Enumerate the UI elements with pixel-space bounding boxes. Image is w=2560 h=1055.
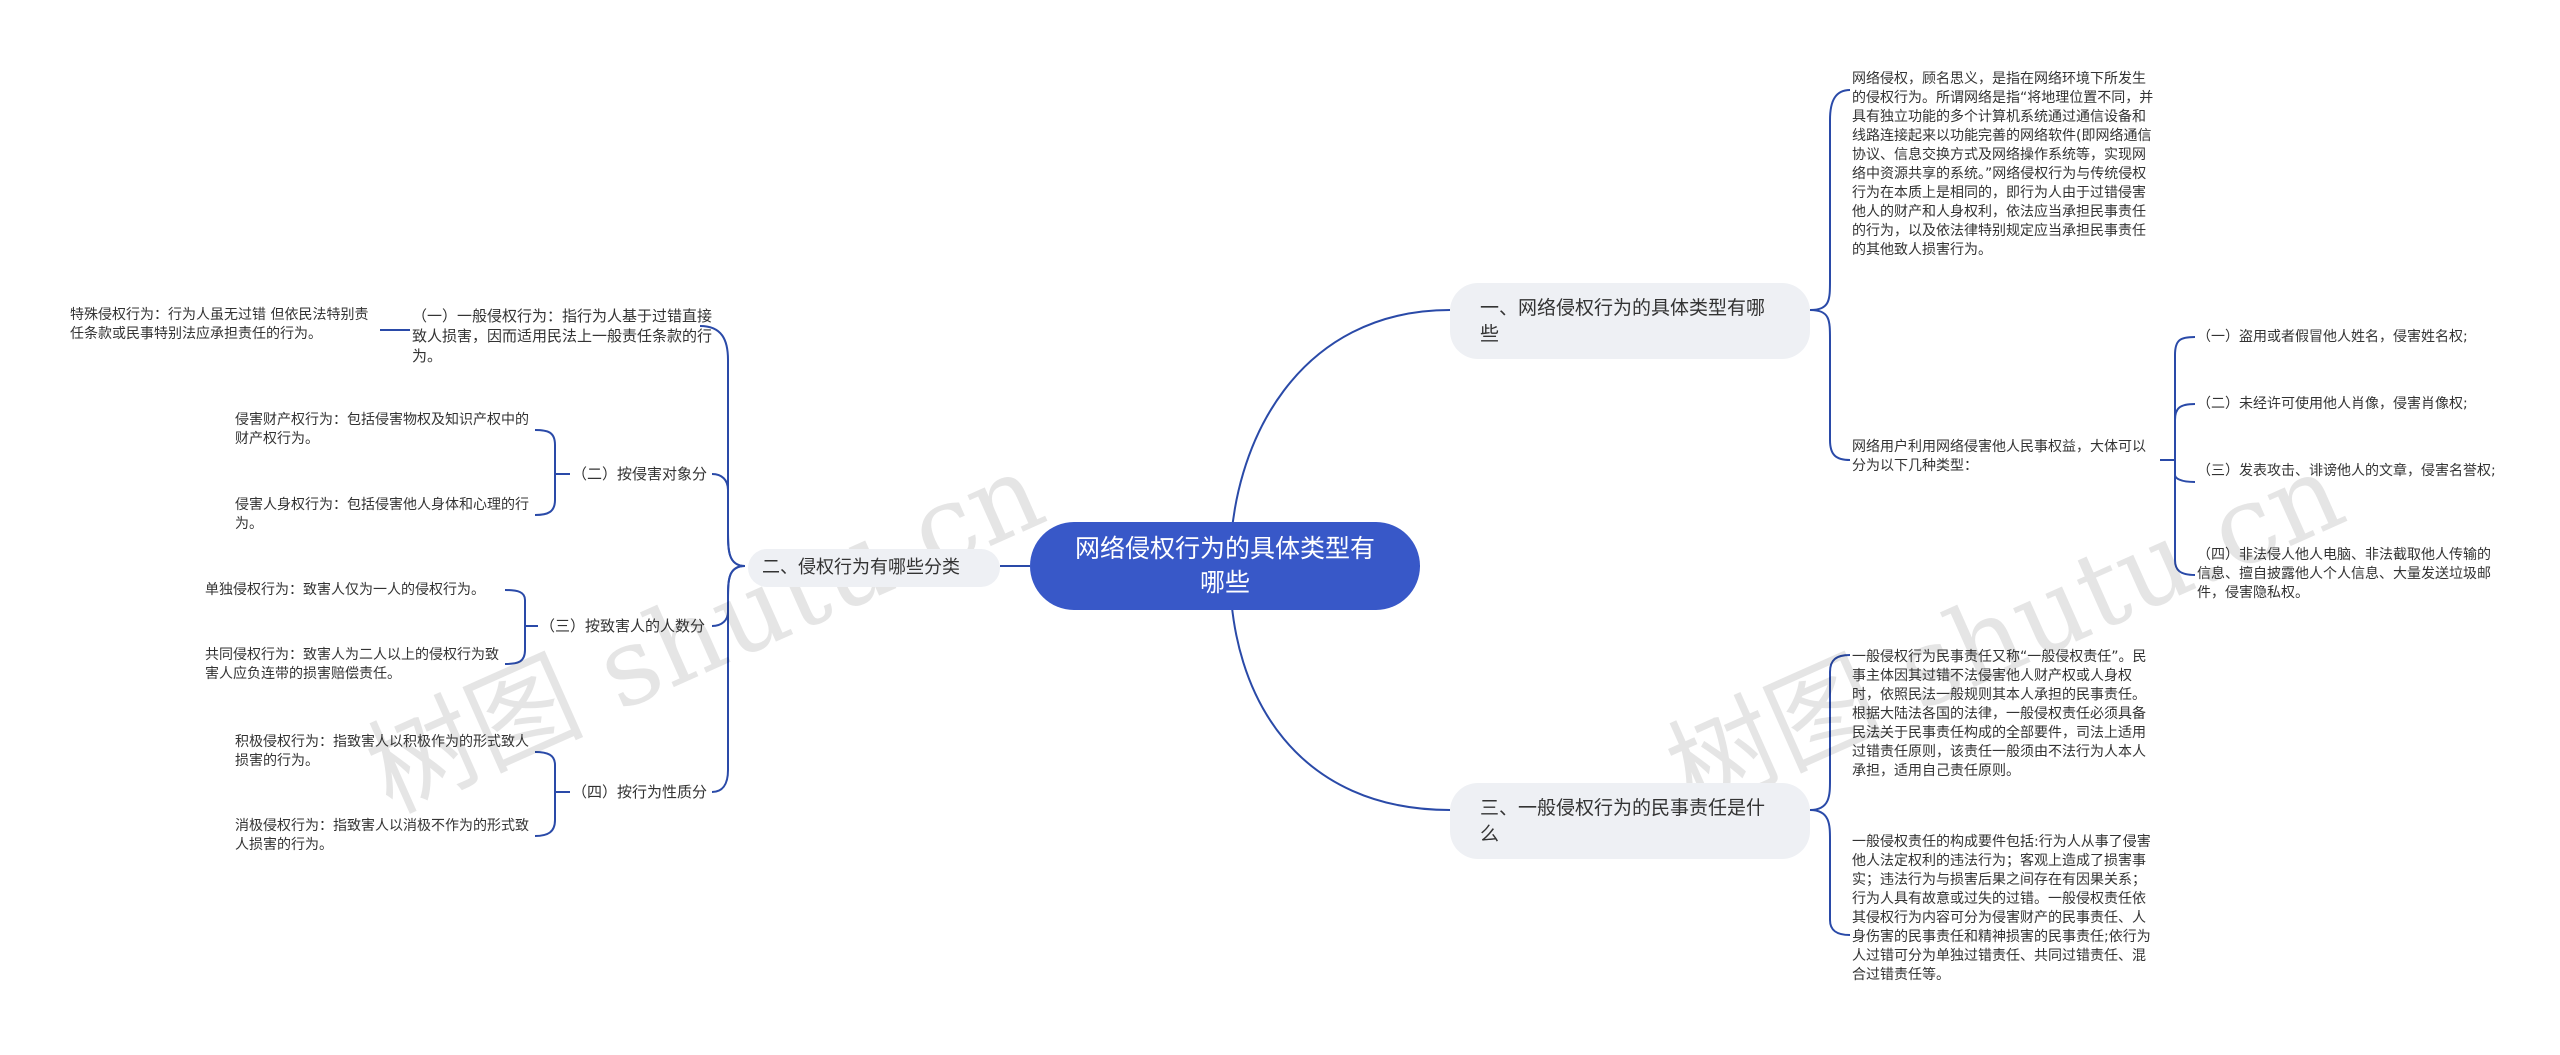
- group2-item: 侵害财产权行为：包括侵害物权及知识产权中的财产权行为。: [235, 412, 529, 447]
- link-sub-4: [2174, 460, 2196, 576]
- link-g2-a: [534, 429, 570, 475]
- group-by-target[interactable]: （二）按侵害对象分: [572, 465, 708, 483]
- branch-types[interactable]: 一、网络侵权行为的具体类型有哪些: [1450, 283, 1810, 359]
- link-b3-p2: [1809, 809, 1851, 936]
- b1-item: （一）盗用或者假冒他人姓名，侵害姓名权;: [2197, 329, 2468, 345]
- b1-sub-label: 网络用户利用网络侵害他人民事权益，大体可以分为以下几种类型：: [1852, 439, 2146, 474]
- group4-item: 消极侵权行为：指致害人以消极不作为的形式致人损害的行为。: [235, 818, 529, 853]
- link-b3-p1: [1809, 654, 1851, 811]
- group1-item: 特殊侵权行为：行为人虽无过错 但依民法特别责任条款或民事特别法应承担责任的行为。: [70, 307, 369, 342]
- group-by-nature[interactable]: （四）按行为性质分: [572, 783, 708, 801]
- root-topic[interactable]: 网络侵权行为的具体类型有哪些: [1030, 522, 1420, 610]
- link-g4-b: [534, 791, 570, 837]
- link-b1-intro: [1809, 89, 1851, 311]
- b1-intro-text: 网络侵权，顾名思义，是指在网络环境下所发生的侵权行为。所谓网络是指“将地理位置不…: [1852, 71, 2154, 258]
- b3-paragraph-1: 一般侵权行为民事责任又称“一般侵权责任”。民事主体因其过错不法侵害他人财产权或人…: [1852, 649, 2147, 779]
- group-general-tort[interactable]: （一）一般侵权行为：指行为人基于过错直接致人损害，因而适用民法上一般责任条款的行…: [412, 307, 713, 365]
- link-b2-g2: [711, 473, 746, 567]
- link-b2-g4: [711, 565, 746, 793]
- group4-item: 积极侵权行为：指致害人以积极作为的形式致人损害的行为。: [235, 734, 529, 769]
- link-sub-3: [2174, 460, 2196, 483]
- link-sub-2: [2174, 403, 2196, 460]
- branch-civil-liability[interactable]: 三、一般侵权行为的民事责任是什么: [1450, 783, 1810, 859]
- b3-paragraph-2: 一般侵权责任的构成要件包括:行为人从事了侵害他人法定权利的违法行为；客观上造成了…: [1852, 834, 2151, 983]
- link-g3-b: [504, 625, 538, 665]
- group3-item: 共同侵权行为：致害人为二人以上的侵权行为致害人应负连带的损害赔偿责任。: [205, 647, 499, 682]
- b1-item: （二）未经许可使用他人肖像，侵害肖像权;: [2197, 396, 2468, 412]
- link-g4-a: [534, 751, 570, 793]
- b1-item: （四）非法侵人他人电脑、非法截取他人传输的信息、擅自披露他人个人信息、大量发送垃…: [2197, 547, 2491, 601]
- link-sub-1: [2174, 336, 2196, 460]
- branch-classification[interactable]: 二、侵权行为有哪些分类: [748, 549, 1000, 587]
- group-by-number[interactable]: （三）按致害人的人数分: [540, 617, 706, 635]
- group3-item: 单独侵权行为：致害人仅为一人的侵权行为。: [205, 582, 485, 598]
- b1-item: （三）发表攻击、诽谤他人的文章，侵害名誉权;: [2197, 463, 2496, 479]
- group2-item: 侵害人身权行为：包括侵害他人身体和心理的行为。: [235, 497, 529, 532]
- link-b1-sub: [1809, 309, 1851, 461]
- link-g2-b: [534, 473, 570, 516]
- link-g3-a: [504, 589, 538, 627]
